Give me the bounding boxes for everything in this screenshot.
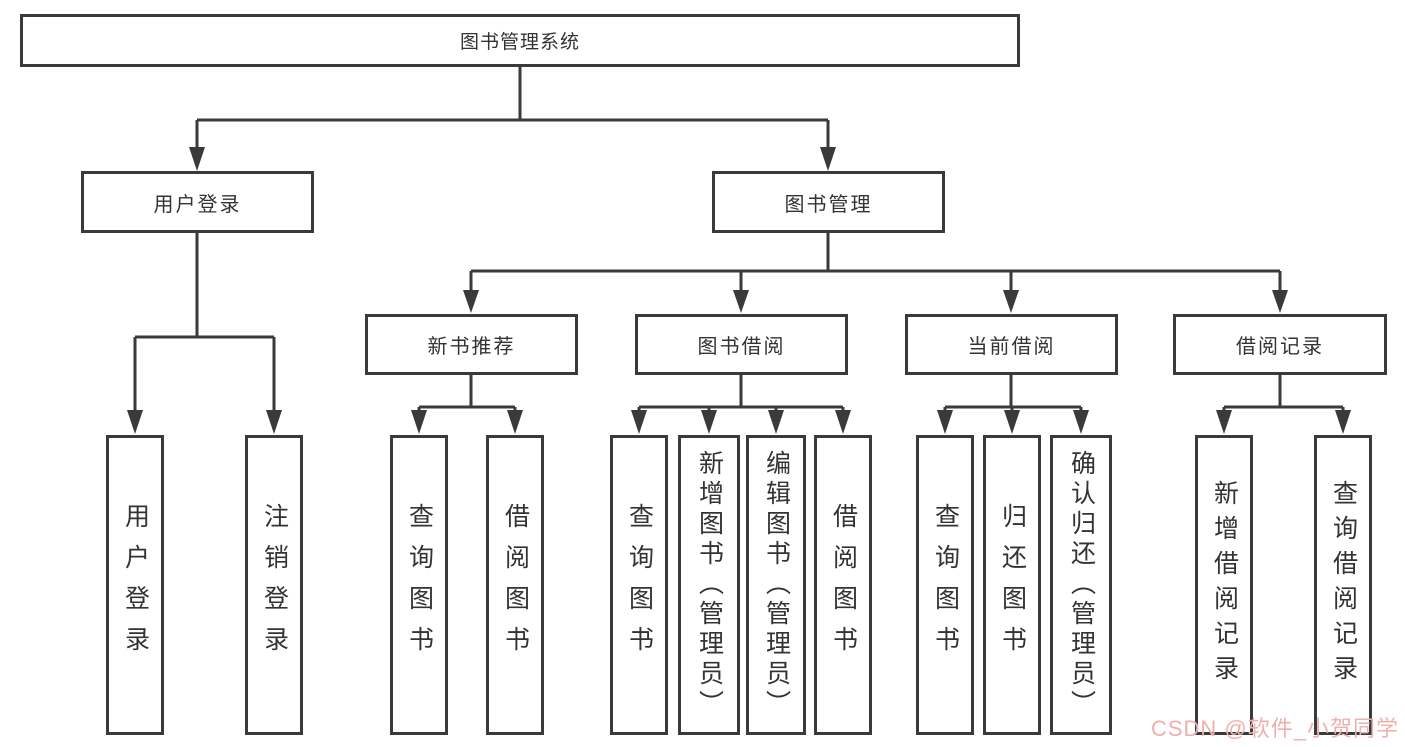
connector-book-borrowing-to-leaves [631,375,851,434]
node-new-book-recommend: 新书推荐 [365,314,578,375]
connector-new-book-recommend-to-leaves [411,375,523,434]
csdn-watermark: CSDN @软件_小贺同学 [1150,716,1399,741]
connector-current-borrowing-to-leaves [937,375,1089,434]
node-leaf-bb-borrow-books: 借阅图书 [814,435,872,735]
connector-borrowing-records-to-leaves [1216,375,1351,434]
node-leaf-bb-borrow-books-label: 借阅图书 [829,503,858,667]
node-root-label: 图书管理系统 [459,32,580,53]
node-leaf-logout: 注销登录 [245,435,303,735]
node-leaf-br-query-record: 查询借阅记录 [1314,435,1372,735]
connector-user-login-to-leaves [127,233,282,434]
node-leaf-nbr-query-books-label: 查询图书 [405,503,434,667]
node-leaf-br-query-record-label: 查询借阅记录 [1329,480,1358,690]
node-leaf-user-login-label: 用户登录 [121,503,150,667]
node-leaf-bb-edit-books-admin: 编辑图书（管理员） [746,435,806,735]
node-leaf-cb-confirm-return-admin-label: 确认归还（管理员） [1067,450,1096,720]
node-leaf-cb-confirm-return-admin: 确认归还（管理员） [1050,435,1112,735]
node-leaf-cb-return-books: 归还图书 [983,435,1041,735]
node-current-borrowing-label: 当前借阅 [967,336,1056,358]
node-leaf-cb-return-books-label: 归还图书 [998,503,1027,667]
node-leaf-br-add-record: 新增借阅记录 [1195,435,1253,735]
node-leaf-bb-query-books: 查询图书 [610,435,668,735]
connector-root-to-level2 [189,67,836,171]
node-leaf-bb-edit-books-admin-label: 编辑图书（管理员） [762,450,791,720]
node-leaf-nbr-borrow-books-label: 借阅图书 [501,503,530,667]
node-new-book-recommend-label: 新书推荐 [427,336,516,358]
node-book-management-label: 图书管理 [784,193,873,216]
node-root-system: 图书管理系统 [20,14,1020,67]
node-current-borrowing: 当前借阅 [905,314,1118,375]
node-borrowing-records-label: 借阅记录 [1236,336,1324,358]
connector-book-management-to-level3 [463,233,1288,313]
node-leaf-bb-query-books-label: 查询图书 [625,503,654,667]
node-leaf-cb-query-books-label: 查询图书 [931,503,960,667]
node-leaf-bb-add-books-admin-label: 新增图书（管理员） [695,450,724,720]
node-leaf-br-add-record-label: 新增借阅记录 [1210,480,1239,690]
node-leaf-logout-label: 注销登录 [260,503,289,667]
node-user-login: 用户登录 [81,171,314,233]
node-leaf-user-login: 用户登录 [106,435,164,735]
node-book-management: 图书管理 [712,171,945,233]
node-user-login-label: 用户登录 [153,193,242,216]
node-leaf-nbr-borrow-books: 借阅图书 [486,435,544,735]
node-leaf-nbr-query-books: 查询图书 [390,435,448,735]
node-borrowing-records: 借阅记录 [1173,314,1387,375]
node-leaf-cb-query-books: 查询图书 [916,435,974,735]
node-book-borrowing-label: 图书借阅 [697,336,786,358]
node-leaf-bb-add-books-admin: 新增图书（管理员） [678,435,740,735]
node-book-borrowing: 图书借阅 [635,314,848,375]
